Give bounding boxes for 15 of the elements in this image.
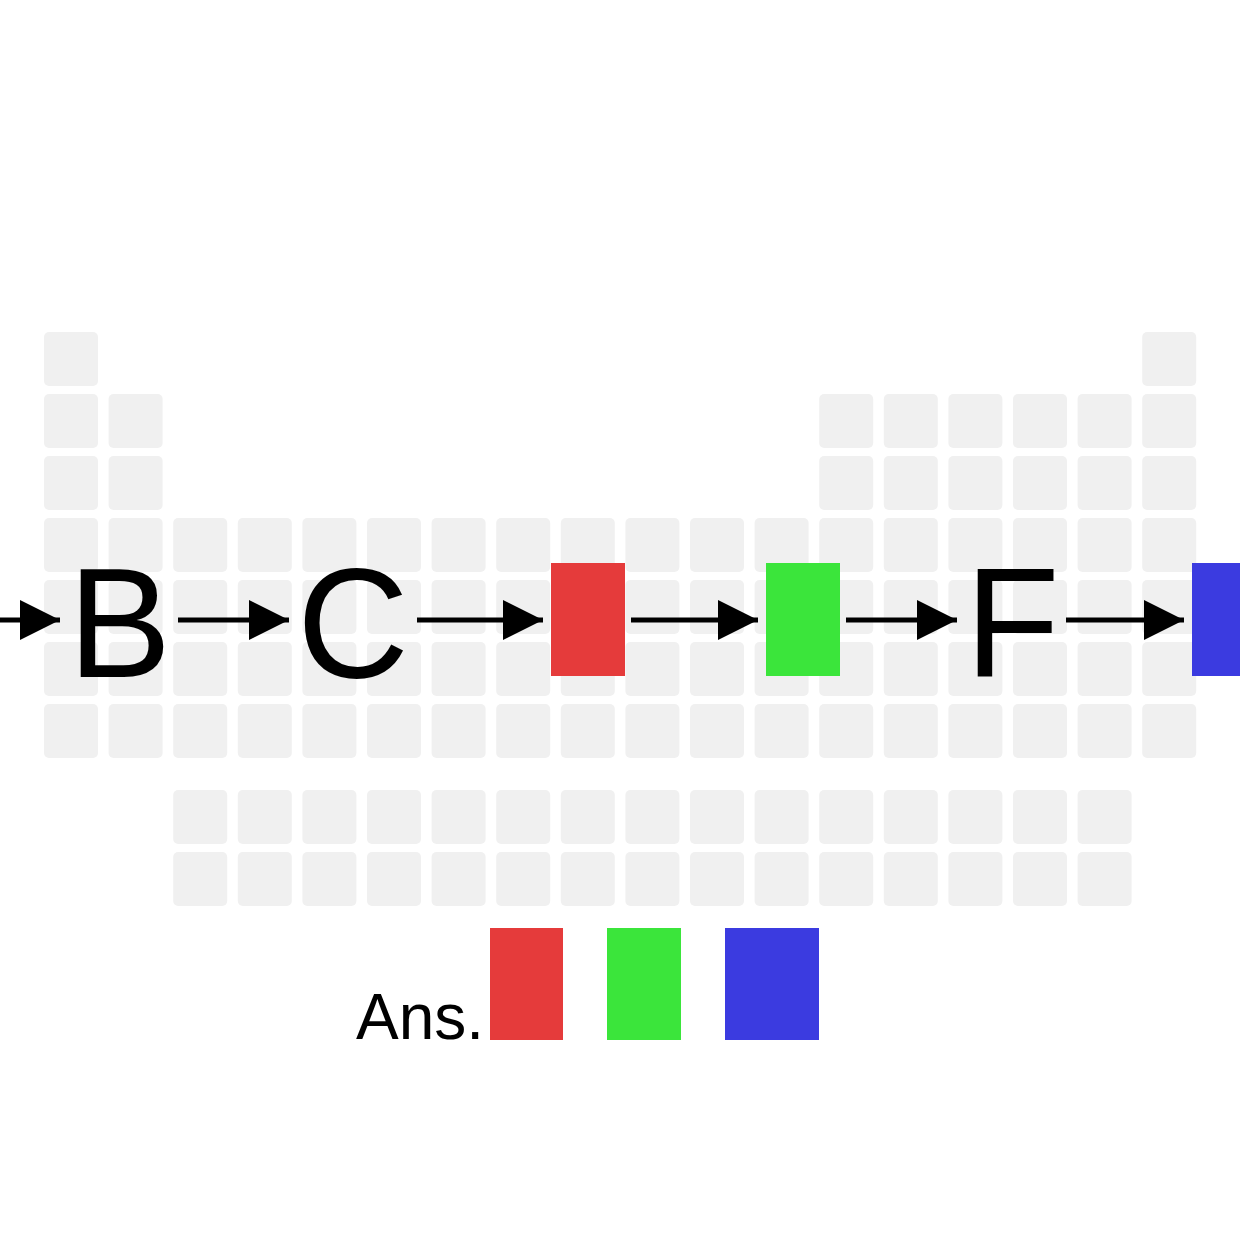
arrow xyxy=(417,600,543,640)
answer-label: Ans. xyxy=(356,985,485,1049)
sequence-letter: F xyxy=(965,546,1060,701)
color-block xyxy=(766,563,840,676)
arrow xyxy=(0,600,60,640)
arrow xyxy=(178,600,289,640)
sequence-letter: C xyxy=(297,546,411,701)
answer-block xyxy=(490,928,563,1040)
arrow xyxy=(846,600,957,640)
arrow xyxy=(1066,600,1184,640)
arrow xyxy=(631,600,758,640)
answer-block xyxy=(725,928,819,1040)
sequence-letter: B xyxy=(68,546,172,701)
answer-block xyxy=(607,928,681,1040)
color-block xyxy=(551,563,625,676)
